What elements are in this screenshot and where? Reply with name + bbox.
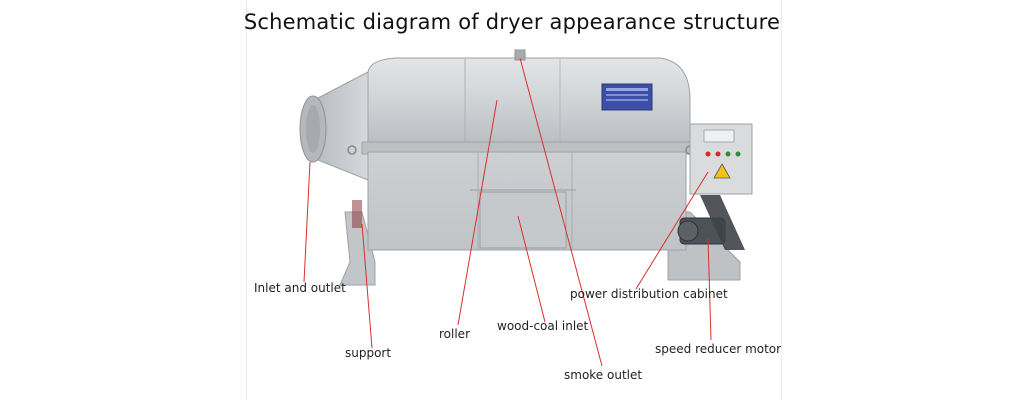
leader-speed-reducer-motor (707, 237, 712, 341)
label-wood-coal-inlet: wood-coal inlet (497, 319, 589, 333)
speed-reducer-motor (677, 195, 745, 250)
leader-smoke-outlet (519, 57, 603, 367)
leader-wood-coal-inlet (517, 215, 546, 323)
roller-drum (367, 49, 691, 151)
leader-lines (303, 57, 712, 367)
label-inlet-outlet: Inlet and outlet (254, 281, 346, 295)
leader-roller (457, 99, 498, 326)
frame-line-left (246, 0, 247, 400)
label-speed-reducer-motor: speed reducer motor (655, 342, 782, 356)
dryer-body (347, 141, 695, 251)
frame-line-right (781, 0, 782, 400)
power-cabinet (689, 123, 753, 195)
label-smoke-outlet: smoke outlet (564, 368, 643, 382)
diagram-title: Schematic diagram of dryer appearance st… (243, 10, 781, 34)
leader-power-cabinet (635, 171, 709, 290)
label-roller: roller (439, 327, 470, 341)
label-power-cabinet: power distribution cabinet (570, 287, 728, 301)
leader-support (361, 223, 373, 349)
leader-inlet-outlet (303, 161, 311, 283)
label-support: support (345, 346, 392, 360)
